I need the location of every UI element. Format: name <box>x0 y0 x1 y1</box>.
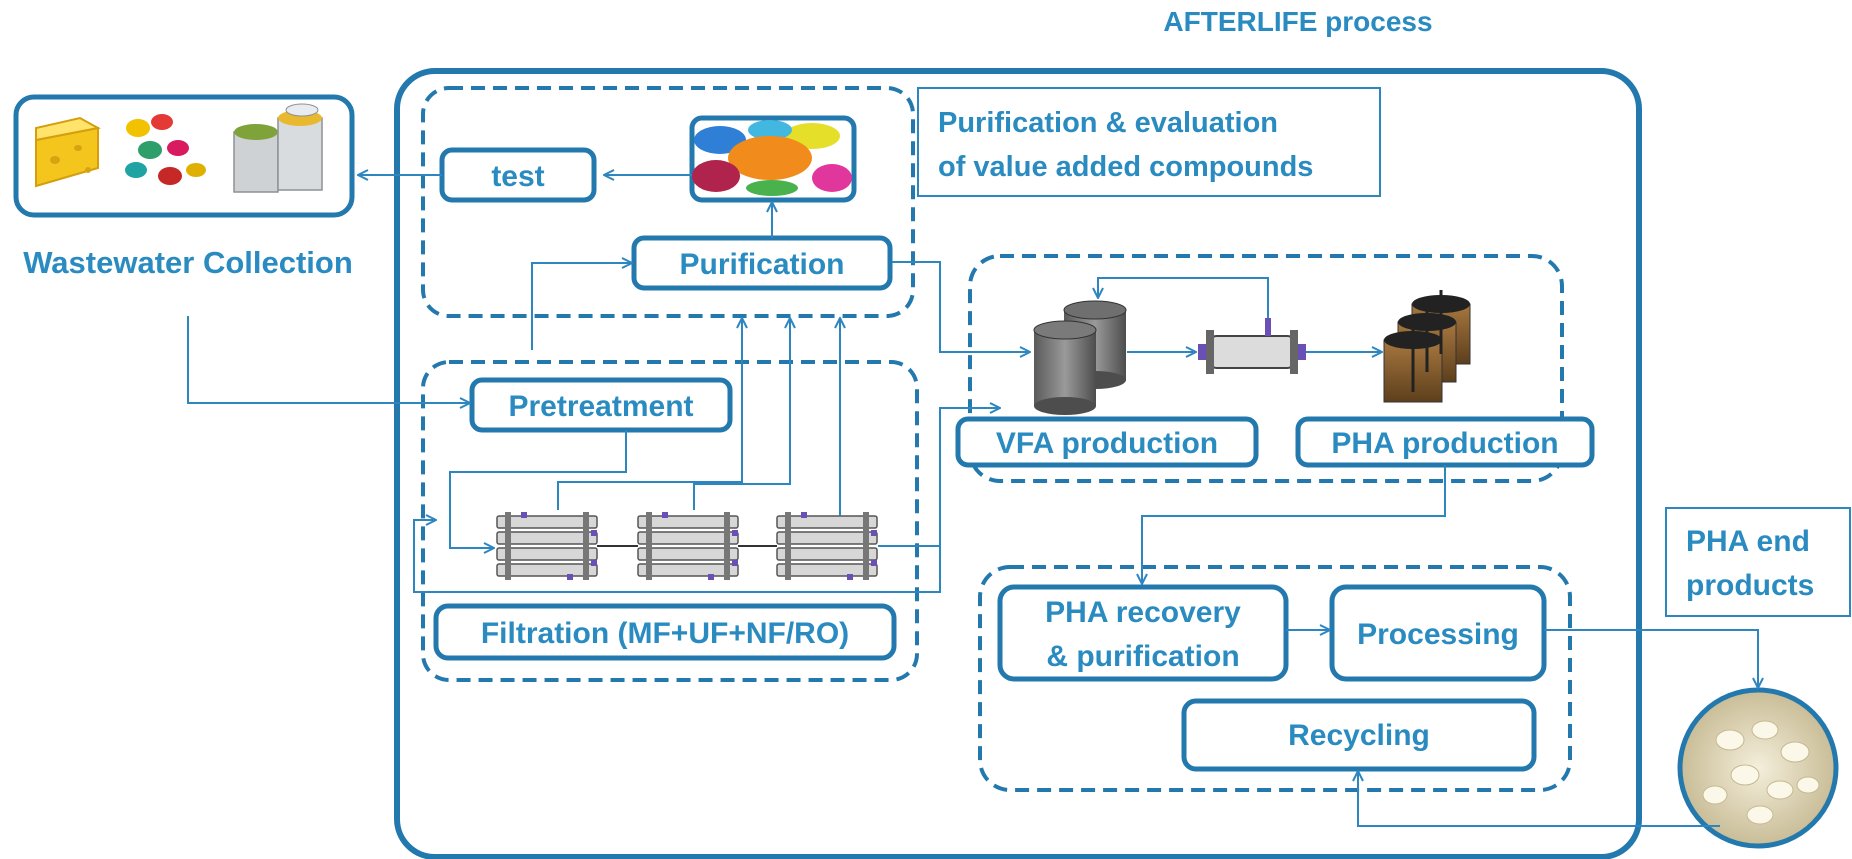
recycling-label: Recycling <box>1288 719 1430 752</box>
wastewater-collection-label: Wastewater Collection <box>23 245 353 280</box>
vfa-production-box <box>955 416 1259 468</box>
canned-food-icon <box>233 103 323 193</box>
purification-group <box>421 86 915 318</box>
downstream-group <box>978 565 1572 792</box>
processing-label: Processing <box>1357 618 1519 651</box>
bioreactor-column-icon <box>1198 318 1306 374</box>
purification-section-label-box <box>917 87 1381 197</box>
pha-production-label: PHA production <box>1331 427 1558 460</box>
pretreatment-box <box>469 377 733 433</box>
fermentation-group <box>968 254 1564 483</box>
pha-pellets-image <box>1677 687 1839 849</box>
pha-recovery-label-line2: & purification <box>1046 640 1239 673</box>
recycling-box <box>1181 698 1537 772</box>
purification-section-label-line2: of value added compounds <box>938 151 1313 183</box>
vfa-tanks-icon <box>1033 300 1127 415</box>
purification-label: Purification <box>679 248 844 281</box>
vfa-production-label: VFA production <box>996 427 1218 460</box>
purification-section-label-line1: Purification & evaluation <box>938 107 1278 139</box>
candies-icon <box>125 114 206 185</box>
pigment-powders-image <box>689 115 857 203</box>
membrane-module-3 <box>776 511 878 581</box>
wastewater-images <box>13 94 355 218</box>
pretreatment-label: Pretreatment <box>508 390 693 423</box>
pha-recovery-label-line1: PHA recovery <box>1045 596 1241 629</box>
pha-reactors-icon <box>1383 290 1471 403</box>
diagram-title: AFTERLIFE process <box>1163 6 1432 37</box>
pha-end-products-line1: PHA end <box>1686 525 1810 558</box>
test-label: test <box>491 160 544 193</box>
filtration-group <box>421 360 919 682</box>
filtration-box <box>433 603 897 661</box>
processing-box <box>1329 584 1547 682</box>
filtration-label: Filtration (MF+UF+NF/RO) <box>481 617 849 650</box>
cheese-icon <box>35 116 101 188</box>
membrane-module-1 <box>496 511 598 581</box>
pha-end-products-line2: products <box>1686 569 1814 602</box>
pha-end-products-box <box>1665 507 1851 617</box>
pha-recovery-box <box>997 584 1289 682</box>
purification-box <box>631 235 893 291</box>
afterlife-container <box>394 68 1642 859</box>
flow-arrows <box>187 175 1758 827</box>
membrane-module-2 <box>637 511 739 581</box>
